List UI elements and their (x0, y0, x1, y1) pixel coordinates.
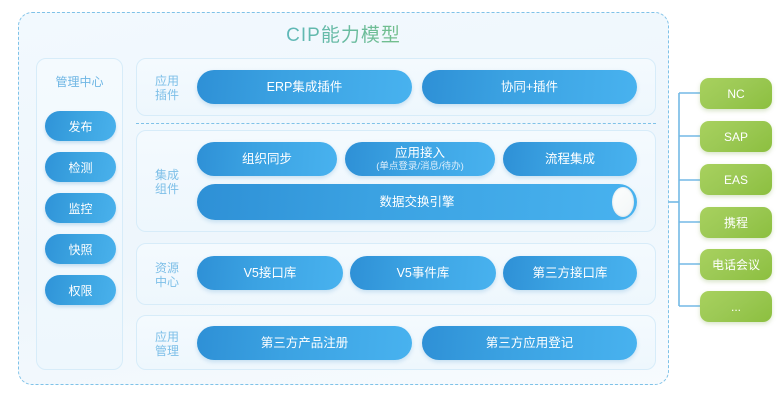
external-system-more[interactable]: ... (700, 291, 772, 322)
resource-v5-event-library-label: V5事件库 (396, 265, 450, 280)
management-item-monitor[interactable]: 监控 (45, 193, 116, 223)
plugin-erp-integration-label: ERP集成插件 (266, 79, 343, 94)
management-item-detect[interactable]: 检测 (45, 152, 116, 182)
component-app-access[interactable]: 应用接入 (单点登录/消息/待办) (345, 142, 495, 176)
component-data-exchange-engine-label: 数据交换引擎 (379, 194, 455, 209)
component-process-integration-label: 流程集成 (544, 151, 595, 166)
resource-center-label-line2: 中心 (154, 275, 179, 289)
application-management-card: 应用 管理 第三方产品注册 第三方应用登记 (136, 315, 656, 370)
application-management-label-line1: 应用 (154, 330, 179, 344)
resource-v5-event-library[interactable]: V5事件库 (350, 256, 496, 290)
app-third-party-app-registration[interactable]: 第三方应用登记 (422, 326, 637, 360)
component-app-access-label: 应用接入 (394, 146, 445, 160)
integration-component-label-line2: 组件 (154, 182, 179, 196)
application-management-label: 应用 管理 (150, 330, 184, 358)
app-third-party-product-registration[interactable]: 第三方产品注册 (197, 326, 412, 360)
management-center-list: 发布 检测 监控 快照 权限 (45, 111, 116, 305)
resource-center-card: 资源 中心 V5接口库 V5事件库 第三方接口库 (136, 243, 656, 305)
external-system-conference-call[interactable]: 电话会议 (700, 249, 772, 280)
external-system-sap[interactable]: SAP (700, 121, 772, 152)
resource-center-label: 资源 中心 (150, 261, 184, 289)
component-org-sync-label: 组织同步 (241, 151, 292, 166)
component-org-sync[interactable]: 组织同步 (197, 142, 337, 176)
plugin-collaboration[interactable]: 协同+插件 (422, 70, 637, 104)
page-title: CIP能力模型 (18, 20, 669, 47)
resource-third-party-interface-library[interactable]: 第三方接口库 (503, 256, 637, 290)
component-process-integration[interactable]: 流程集成 (503, 142, 637, 176)
integration-component-label-line1: 集成 (154, 168, 179, 182)
resource-third-party-interface-library-label: 第三方接口库 (532, 265, 608, 280)
component-data-exchange-engine[interactable]: 数据交换引擎 (197, 184, 637, 220)
integration-component-card: 集成 组件 组织同步 应用接入 (单点登录/消息/待办) 流程集成 数据交换引擎 (136, 130, 656, 232)
management-center-title: 管理中心 (55, 75, 104, 89)
management-item-permission[interactable]: 权限 (45, 275, 116, 305)
plugin-erp-integration[interactable]: ERP集成插件 (197, 70, 412, 104)
management-item-snapshot[interactable]: 快照 (45, 234, 116, 264)
resource-v5-interface-library[interactable]: V5接口库 (197, 256, 343, 290)
section-divider (136, 123, 656, 124)
resource-center-label-line1: 资源 (154, 261, 179, 275)
external-system-ctrip[interactable]: 携程 (700, 207, 772, 238)
plugin-collaboration-label: 协同+插件 (500, 79, 559, 94)
external-system-eas[interactable]: EAS (700, 164, 772, 195)
app-third-party-app-registration-label: 第三方应用登记 (485, 335, 574, 350)
component-app-access-sublabel: (单点登录/消息/待办) (376, 161, 464, 172)
application-plugin-label-line1: 应用 (154, 74, 179, 88)
application-management-label-line2: 管理 (154, 344, 179, 358)
integration-component-label: 集成 组件 (150, 168, 184, 196)
management-item-publish[interactable]: 发布 (45, 111, 116, 141)
application-plugin-label-line2: 插件 (154, 88, 179, 102)
management-center-card: 管理中心 发布 检测 监控 快照 权限 (36, 58, 123, 370)
app-third-party-product-registration-label: 第三方产品注册 (260, 335, 349, 350)
application-plugin-label: 应用 插件 (150, 74, 184, 102)
cylinder-cap-icon (612, 187, 634, 217)
external-system-nc[interactable]: NC (700, 78, 772, 109)
application-plugin-card: 应用 插件 ERP集成插件 协同+插件 (136, 58, 656, 116)
resource-v5-interface-library-label: V5接口库 (243, 265, 297, 280)
